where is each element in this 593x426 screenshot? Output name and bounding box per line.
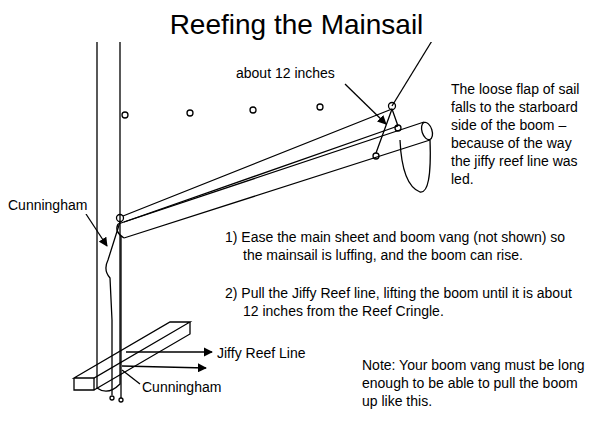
boom-fairlead <box>373 153 379 159</box>
part-label: Cunningham <box>8 196 87 214</box>
reef-cringle <box>389 103 396 110</box>
cunningham-line <box>106 222 120 395</box>
reef-point <box>122 112 128 118</box>
dimension-label: about 12 inches <box>236 64 335 82</box>
deck-fitting <box>119 398 123 402</box>
reef-point <box>250 107 256 113</box>
note-text: Note: Your boom vang must be long enough… <box>362 356 586 410</box>
reef-line-down-mast <box>120 236 121 398</box>
note-text: The loose flap of sail falls to the star… <box>451 80 589 188</box>
step-text: 1) Ease the main sheet and boom vang (no… <box>225 228 585 264</box>
leader-line <box>345 84 386 124</box>
reef-point <box>187 110 193 116</box>
leader-line <box>122 366 206 368</box>
part-label: Jiffy Reef Line <box>217 344 305 362</box>
deck-fitting <box>110 396 114 400</box>
gooseneck <box>117 224 124 238</box>
boom-end <box>419 121 434 141</box>
sail-foot <box>123 109 398 222</box>
reef-point <box>317 104 323 110</box>
mast <box>97 28 120 391</box>
diagram-title: Reefing the Mainsail <box>0 8 593 42</box>
step-text: 2) Pull the Jiffy Reef line, lifting the… <box>225 284 585 320</box>
tack-cringle <box>117 215 124 222</box>
leader-line <box>122 370 140 384</box>
leader-line <box>86 214 107 246</box>
drawing-stroke <box>74 18 446 402</box>
leader-line <box>126 351 212 352</box>
part-label: Cunningham <box>142 378 221 396</box>
deck <box>74 322 190 378</box>
jiffy-reef-line <box>376 109 398 153</box>
boom <box>118 122 430 238</box>
sail-flap <box>400 140 430 192</box>
